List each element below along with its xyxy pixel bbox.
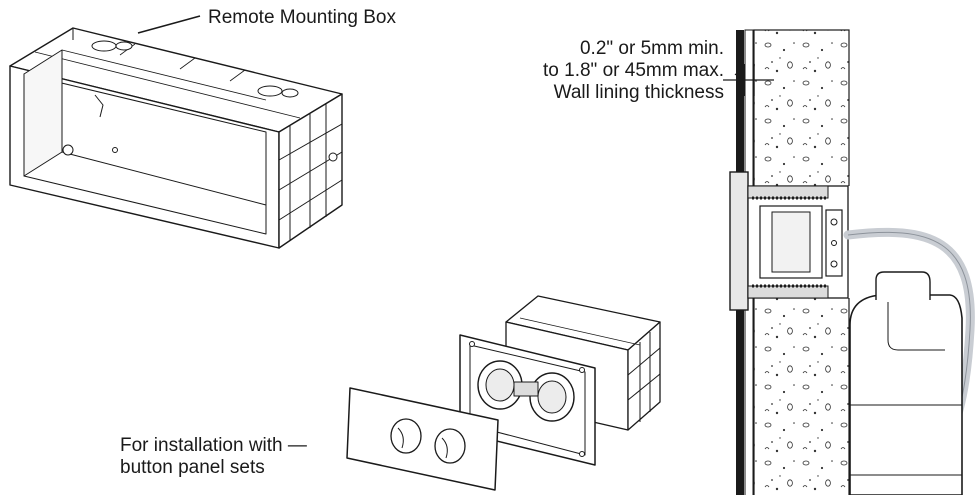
wall-lining-max: to 1.8" or 45mm max. — [543, 60, 724, 81]
button-panel-label-line1: For installation with — — [120, 435, 307, 456]
remote-mounting-box-label: Remote Mounting Box — [208, 7, 396, 28]
wall-lining-label: 0.2" or 5mm min. to 1.8" or 45mm max. Wa… — [543, 38, 724, 104]
wall-lining-caption: Wall lining thickness — [553, 82, 724, 103]
remote-mounting-box — [9, 27, 343, 249]
button-panel-label-line2: button panel sets — [120, 457, 265, 478]
wall-section — [729, 29, 975, 495]
wall-lining-min: 0.2" or 5mm min. — [579, 38, 724, 59]
button-panel-assembly — [346, 295, 661, 491]
button-panel-label: For installation with — button panel set… — [120, 435, 307, 479]
remote-box-leader — [137, 15, 201, 34]
wall-lining-dimension — [723, 64, 774, 96]
